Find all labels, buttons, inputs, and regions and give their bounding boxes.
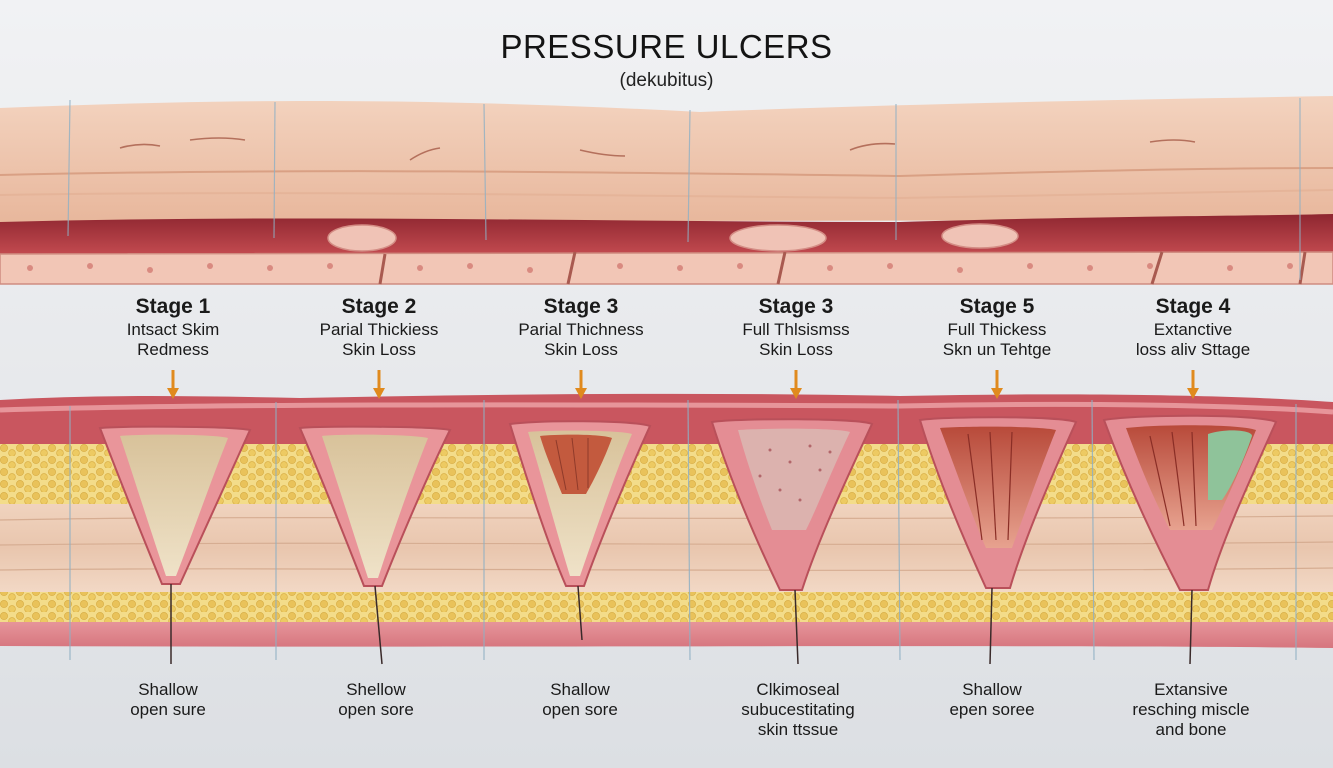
outcome-label-3: Shallow open sore — [480, 680, 680, 720]
stage-name: Stage 4 — [1155, 295, 1231, 318]
ulcer-stage-5 — [918, 416, 1078, 665]
outcome-line: Shallow — [550, 680, 610, 699]
stage-desc-line: Extanctive — [1153, 320, 1233, 339]
stage-desc-line: Skin Loss — [759, 340, 833, 359]
ulcer-stage-4 — [1102, 414, 1278, 665]
outcome-line: Shallow — [138, 680, 198, 699]
stage-name: Stage 1 — [135, 295, 211, 318]
stage-name: Stage 2 — [341, 295, 417, 318]
outcome-line: Shallow — [962, 680, 1022, 699]
outcome-line: Shellow — [346, 680, 406, 699]
stage-label-6: Stage 4 Extanctive loss aliv Sttage — [1093, 294, 1293, 400]
stage-desc-line: Skn un Tehtge — [942, 340, 1052, 359]
stage-desc-line: Intsact Skim — [126, 320, 220, 339]
outcome-label-2: Shellow open sore — [276, 680, 476, 720]
ulcer-stage-1 — [98, 425, 252, 664]
ulcer-stage-3b — [710, 418, 874, 665]
down-arrow-icon — [575, 370, 587, 399]
stage-desc-line: Skin Loss — [544, 340, 618, 359]
down-arrow-icon — [373, 370, 385, 399]
outcome-line: skin ttssue — [757, 720, 839, 739]
outcome-line: open sore — [542, 700, 618, 719]
down-arrow-icon — [790, 370, 802, 399]
stage-label-5: Stage 5 Full Thickess Skn un Tehtge — [897, 294, 1097, 400]
stage-desc-line: Full Thickess — [947, 320, 1047, 339]
stage-name: Stage 3 — [543, 295, 619, 318]
bottom-cross-section — [0, 393, 1333, 665]
stage-desc-line: Skin Loss — [342, 340, 416, 359]
stage-name: Stage 5 — [959, 295, 1035, 318]
top-skin-strip — [0, 96, 1333, 285]
outcome-line: Extansive — [1154, 680, 1228, 699]
outcome-line: epen soree — [949, 700, 1035, 719]
outcome-line: Clkimoseal — [756, 680, 840, 699]
outcome-line: subucestitating — [741, 700, 855, 719]
outcome-line: and bone — [1155, 720, 1227, 739]
ulcer-stage-3 — [508, 420, 652, 641]
outcome-line: resching miscle — [1132, 700, 1250, 719]
outcome-line: open sore — [338, 700, 414, 719]
stage-label-1: Stage 1 Intsact Skim Redmess — [73, 294, 273, 400]
down-arrow-icon — [167, 370, 179, 399]
stage-desc-line: loss aliv Sttage — [1135, 340, 1251, 359]
outcome-line: open sure — [130, 700, 206, 719]
page-subtitle: (dekubitus) — [619, 70, 714, 91]
stage-desc-line: Full Thlsismss — [742, 320, 850, 339]
down-arrow-icon — [1187, 370, 1199, 399]
ulcer-stage-2 — [298, 425, 452, 665]
stage-name: Stage 3 — [758, 295, 834, 318]
stage-desc-line: Redmess — [137, 340, 209, 359]
page-title: PRESSURE ULCERS — [500, 28, 833, 65]
stage-label-3: Stage 3 Parial Thichness Skin Loss — [481, 294, 681, 400]
down-arrow-icon — [991, 370, 1003, 399]
stage-label-4: Stage 3 Full Thlsismss Skin Loss — [696, 294, 896, 400]
stage-desc-line: Parial Thichness — [518, 320, 644, 339]
stage-desc-line: Parial Thickiess — [319, 320, 439, 339]
outcome-label-5: Shallow epen soree — [892, 680, 1092, 720]
outcome-label-4: Clkimoseal subucestitating skin ttssue — [698, 680, 898, 740]
outcome-label-6: Extansive resching miscle and bone — [1091, 680, 1291, 740]
outcome-label-1: Shallow open sure — [68, 680, 268, 720]
stage-label-2: Stage 2 Parial Thickiess Skin Loss — [279, 294, 479, 400]
